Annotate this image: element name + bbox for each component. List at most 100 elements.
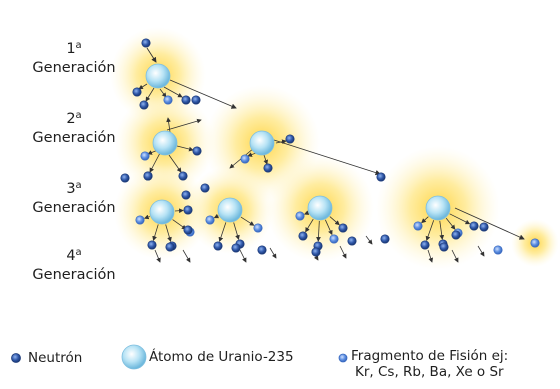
neutron (147, 240, 157, 250)
neutron (285, 134, 295, 144)
short-arrow (182, 249, 191, 263)
uranium-atom (149, 199, 175, 225)
short-arrow (165, 224, 172, 242)
neutron-icon (11, 353, 21, 363)
short-arrow (247, 152, 257, 157)
fission-fragment (530, 238, 540, 248)
short-arrow (263, 154, 269, 165)
short-arrow (305, 218, 314, 233)
gen-4-number: 4 (66, 248, 76, 264)
short-arrow (329, 216, 340, 226)
uranium-atom (307, 195, 333, 221)
legend-atom-label: Átomo de Uranio-235 (149, 349, 294, 365)
short-arrow (168, 154, 182, 173)
legend-atom: Átomo de Uranio-235 (120, 343, 294, 371)
short-arrow (159, 88, 167, 98)
neutron (200, 183, 210, 193)
generation-label-4: 4a Generación (4, 243, 144, 285)
neutron (141, 38, 151, 48)
fission-fragment (205, 215, 215, 225)
neutron (338, 223, 348, 233)
uranium-atom (249, 130, 275, 156)
neutron (479, 222, 489, 232)
neutron (311, 247, 321, 257)
neutron (143, 171, 153, 181)
short-arrow (324, 219, 333, 236)
short-arrow (316, 220, 321, 242)
short-arrow (427, 249, 434, 263)
short-arrow (154, 249, 161, 263)
short-arrow (163, 86, 183, 98)
generation-label-2: 2a Generación (4, 106, 144, 148)
neutron (132, 87, 142, 97)
short-arrow (239, 249, 247, 263)
neutron (451, 230, 461, 240)
short-arrow (176, 145, 194, 152)
fission-fragment (493, 245, 503, 255)
legend-neutron-label: Neutrón (28, 350, 83, 366)
neutron (139, 100, 149, 110)
fission-fragment (135, 215, 145, 225)
neutron (183, 225, 193, 235)
short-arrow (421, 216, 429, 224)
neutron (181, 190, 191, 200)
trajectory-arrow (169, 79, 237, 109)
short-arrow (218, 222, 227, 243)
generation-label-3: 3a Generación (4, 176, 144, 218)
legend-fragment-line1: Fragmento de Fisión ej: (351, 348, 509, 364)
short-arrow (143, 214, 150, 220)
trajectory-arrow (273, 139, 381, 176)
short-arrow (439, 220, 445, 240)
short-arrow (172, 219, 187, 230)
fission-fragment (140, 151, 150, 161)
short-arrow (477, 245, 485, 257)
gen-3-sup: a (75, 180, 82, 191)
short-arrow (166, 118, 202, 131)
gen-2-number: 2 (66, 111, 76, 127)
gen-1-sup: a (75, 40, 82, 51)
gen-4-word: Generación (32, 267, 116, 283)
gen-3-word: Generación (32, 200, 116, 216)
neutron (178, 171, 188, 181)
short-arrow (449, 213, 471, 225)
fission-fragment (253, 223, 263, 233)
gen-2-word: Generación (32, 130, 116, 146)
short-arrow (152, 224, 159, 241)
legend: Neutrón Átomo de Uranio-235 Fragmento de… (0, 344, 560, 389)
neutron (376, 172, 386, 182)
short-arrow (233, 222, 240, 240)
neutron (298, 231, 308, 241)
neutron (439, 242, 449, 252)
short-arrow (451, 249, 459, 263)
neutron (191, 95, 201, 105)
fission-fragment-icon (338, 353, 348, 363)
short-arrow (166, 117, 171, 133)
short-arrow (138, 83, 148, 90)
neutron (120, 173, 130, 183)
short-arrow (269, 247, 277, 259)
fission-fragment (413, 221, 423, 231)
neutron (183, 205, 193, 215)
short-arrow (425, 220, 435, 242)
gen-2-sup: a (75, 110, 82, 121)
short-arrow (213, 213, 220, 219)
uranium-atom-icon (121, 344, 147, 370)
fission-fragment (329, 234, 339, 244)
neutron (420, 240, 430, 250)
gen-3-number: 3 (66, 181, 76, 197)
legend-fragment: Fragmento de Fisión ej: Kr, Cs, Rb, Ba, … (338, 348, 508, 380)
uranium-atom (217, 197, 243, 223)
gen-1-number: 1 (66, 41, 76, 57)
fission-fragment (240, 154, 250, 164)
neutron (263, 163, 273, 173)
generation-label-1: 1a Generación (4, 36, 144, 78)
short-arrow (365, 235, 373, 245)
short-arrow (303, 210, 310, 215)
uranium-atom (425, 195, 451, 221)
neutron (192, 146, 202, 156)
short-arrow (174, 208, 184, 214)
uranium-atom (152, 130, 178, 156)
fission-fragment (163, 95, 173, 105)
short-arrow (240, 216, 255, 226)
neutron (257, 245, 267, 255)
